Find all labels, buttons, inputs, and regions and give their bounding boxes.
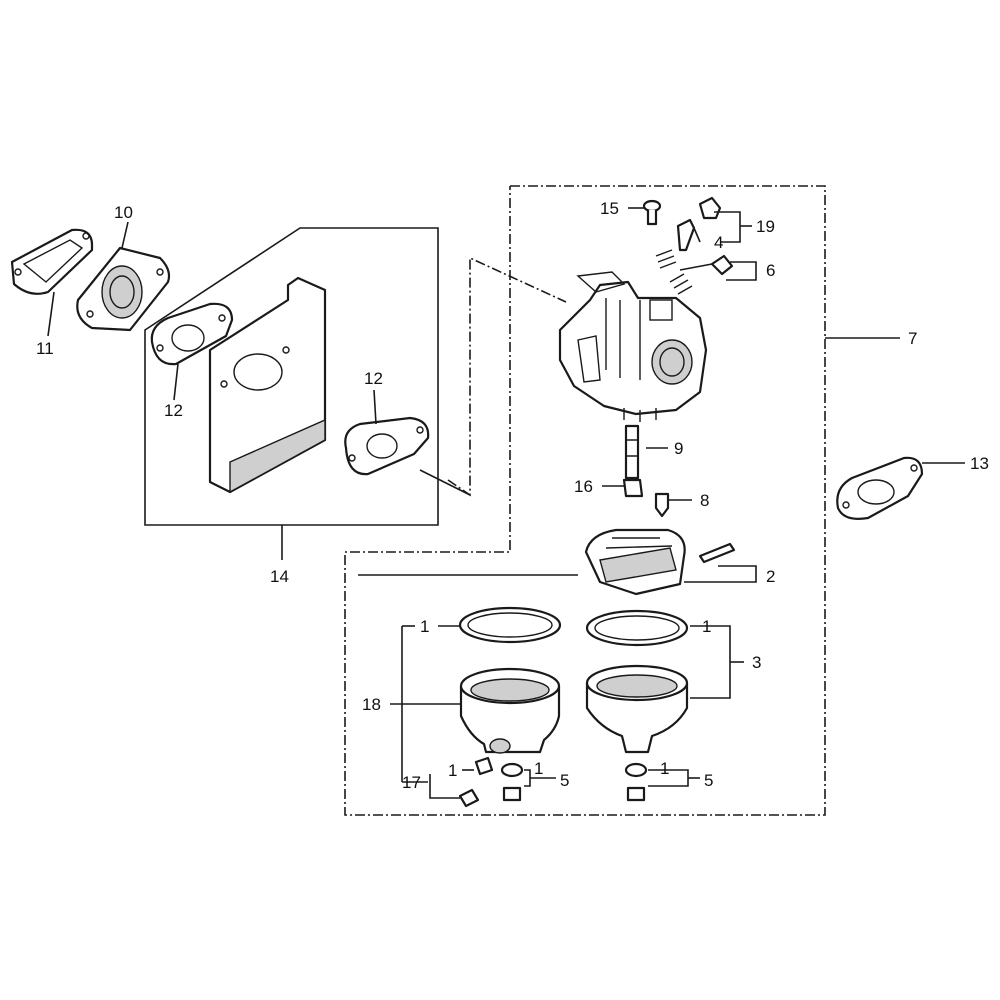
float-chamber-3 [585,609,689,802]
leader-lines [47,207,965,799]
callout-4: 4 [714,233,723,252]
float-chamber-18 [458,606,562,808]
callout-11: 11 [36,339,54,358]
float-valve-8 [654,492,670,518]
group-frame-7 [344,185,826,816]
pilot-screw-4 [655,218,696,269]
callout-9: 9 [674,439,683,458]
callout-7: 7 [908,329,917,348]
callout-5-left: 5 [560,771,569,790]
callout-19: 19 [756,217,775,236]
insulator-10 [76,246,171,332]
callout-18: 18 [362,695,381,714]
insulator-plate [208,276,327,494]
group-frame-14 [144,227,439,526]
main-jet-16 [622,478,644,498]
main-nozzle-9 [624,424,640,480]
callout-5-right: 5 [704,771,713,790]
callout-16: 16 [574,477,593,496]
gasket-12-right [344,416,430,476]
callout-8: 8 [700,491,709,510]
connector-leader [419,469,471,496]
callout-15: 15 [600,199,619,218]
callout-10: 10 [114,203,133,222]
connector-14-carb [447,256,567,497]
callout-12-right: 12 [364,369,383,388]
callout-2: 2 [766,567,775,586]
callout-1-right-chamber: 1 [702,617,711,636]
callout-1-left-drain: 1 [534,759,543,778]
callout-3: 3 [752,653,761,672]
gasket-12-left [150,302,234,366]
cap-19 [698,196,722,220]
gasket-13 [836,456,924,520]
callout-13: 13 [970,454,989,473]
gasket-11 [10,228,94,295]
callout-6: 6 [766,261,775,280]
callout-17: 17 [402,773,421,792]
callout-1-right-drain: 1 [660,759,669,778]
carburetor-body [558,271,708,422]
callout-1-left-chamber: 1 [420,617,429,636]
callout-12-left: 12 [164,401,183,420]
callout-1-left-screw: 1 [448,761,457,780]
callout-14: 14 [270,567,289,586]
float-2 [584,528,736,596]
stop-screw-6 [669,254,734,295]
screw-15 [642,199,662,226]
